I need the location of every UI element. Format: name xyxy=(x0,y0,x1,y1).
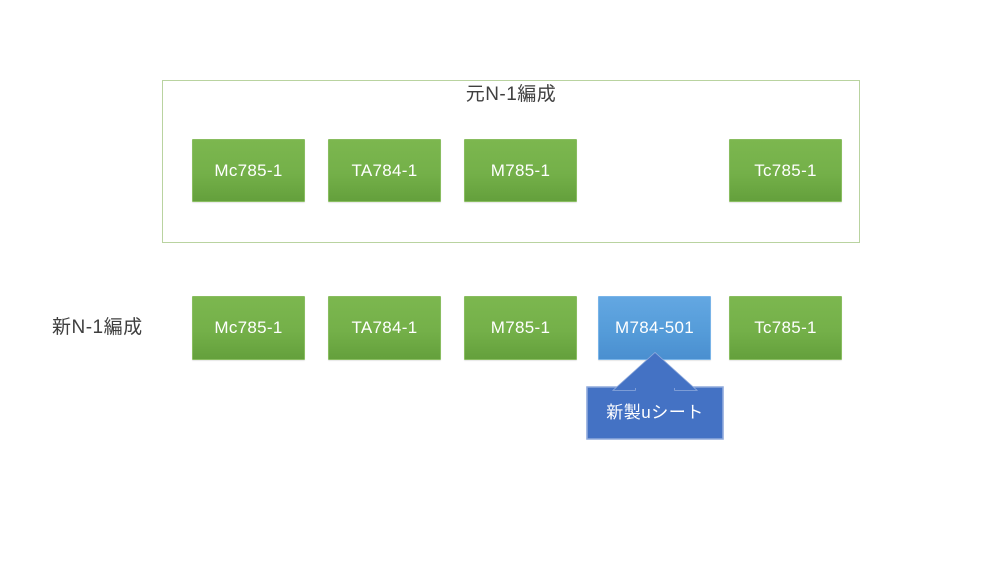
car-box-tc785-1-new[interactable]: Tc785-1 xyxy=(729,296,842,360)
car-label: Tc785-1 xyxy=(754,318,817,337)
car-box-mc785-1-original[interactable]: Mc785-1 xyxy=(192,139,305,202)
car-label: Tc785-1 xyxy=(754,160,817,180)
new-formation-label: 新N-1編成 xyxy=(52,317,143,338)
car-box-ta784-1-new[interactable]: TA784-1 xyxy=(328,296,441,360)
up-arrow-shape xyxy=(586,352,724,440)
original-formation-title: 元N-1編成 xyxy=(465,84,557,105)
car-box-mc785-1-new[interactable]: Mc785-1 xyxy=(192,296,305,360)
car-label: M784-501 xyxy=(615,318,694,337)
car-label: M785-1 xyxy=(490,160,551,180)
car-box-ta784-1-original[interactable]: TA784-1 xyxy=(328,139,441,202)
car-label: TA784-1 xyxy=(351,160,418,180)
car-label: M785-1 xyxy=(490,318,551,337)
car-box-m785-1-original[interactable]: M785-1 xyxy=(464,139,577,202)
car-label: TA784-1 xyxy=(351,318,418,337)
car-label: Mc785-1 xyxy=(214,318,283,337)
car-box-m785-1-new[interactable]: M785-1 xyxy=(464,296,577,360)
car-box-tc785-1-original[interactable]: Tc785-1 xyxy=(729,139,842,202)
car-label: Mc785-1 xyxy=(214,160,283,180)
car-box-m784-501-new[interactable]: M784-501 xyxy=(598,296,711,360)
new-useat-callout[interactable]: 新製uシート xyxy=(586,352,724,440)
